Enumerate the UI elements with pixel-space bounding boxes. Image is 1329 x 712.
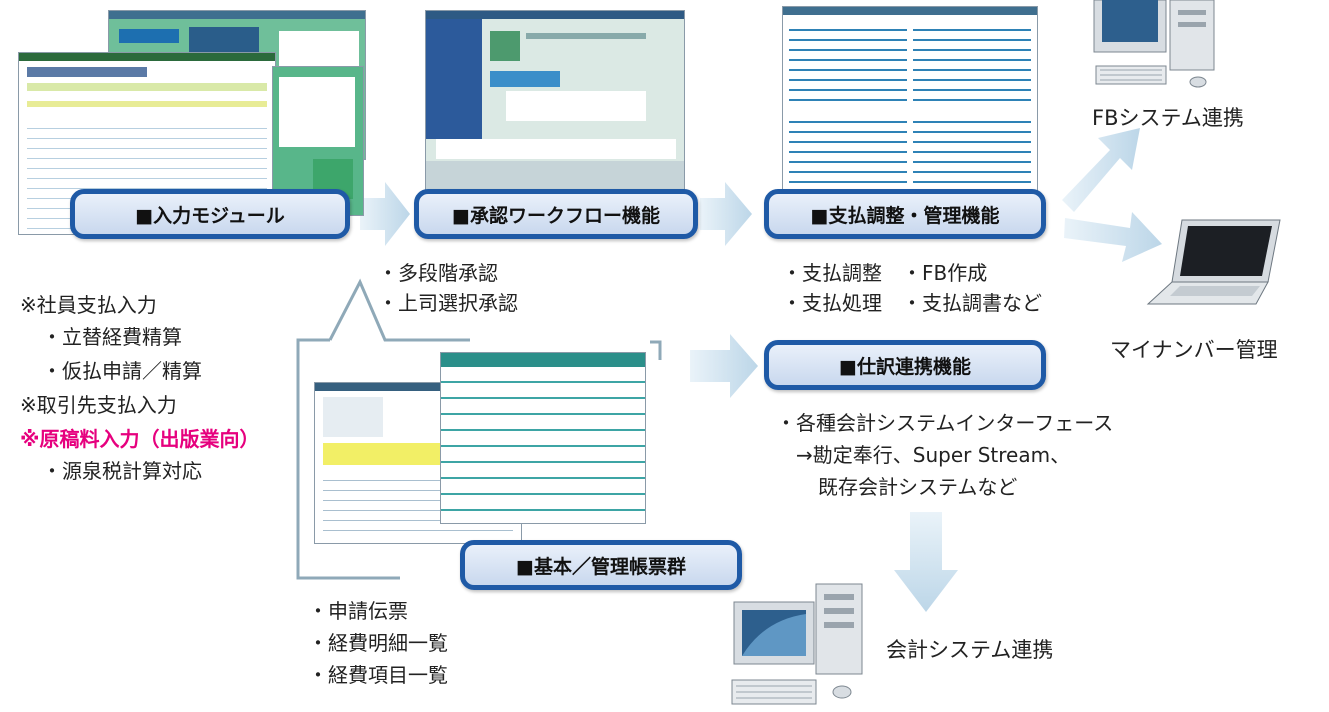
module-input: ■入力モジュール <box>70 189 350 239</box>
report-item-2: ・経費明細一覧 <box>308 631 448 655</box>
module-workflow: ■承認ワークフロー機能 <box>414 189 698 239</box>
module-payment: ■支払調整・管理機能 <box>764 189 1046 239</box>
arrow-input-to-workflow <box>360 182 410 246</box>
input-feature-1: ※社員支払入力 <box>20 293 157 317</box>
arrow-to-journal <box>690 334 758 398</box>
arrow-workflow-to-payment <box>700 182 752 246</box>
journal-feature-2: →勘定奉行、Super Stream、 <box>796 443 1071 467</box>
payment-feature-1: ・支払調整 ・FB作成 <box>782 261 988 285</box>
report-item-1: ・申請伝票 <box>308 599 408 623</box>
accounting-system-label: 会計システム連携 <box>886 638 1054 662</box>
arrow-to-accounting <box>894 512 958 612</box>
fb-system-label: FBシステム連携 <box>1092 106 1244 130</box>
input-feature-2: ・立替経費精算 <box>42 325 182 349</box>
module-reports: ■基本／管理帳票群 <box>460 540 742 590</box>
workflow-feature-2: ・上司選択承認 <box>378 291 518 315</box>
payment-screen <box>782 6 1038 201</box>
journal-feature-3: 既存会計システムなど <box>818 475 1018 499</box>
payment-feature-2: ・支払処理 ・支払調書など <box>782 291 1042 315</box>
reports-callout-outline <box>296 338 400 580</box>
arrow-to-mynumber <box>1064 212 1162 262</box>
input-feature-5-highlight: ※原稿料入力（出版業向） <box>20 427 260 451</box>
arrow-to-fb <box>1062 128 1140 212</box>
reports-screen-front <box>440 352 646 524</box>
journal-feature-1: ・各種会計システムインターフェース <box>776 411 1114 435</box>
accounting-desktop-computer-icon <box>731 583 863 705</box>
fb-desktop-computer-icon <box>1093 0 1215 88</box>
input-feature-6: ・源泉税計算対応 <box>42 459 202 483</box>
mynumber-label: マイナンバー管理 <box>1110 338 1278 362</box>
workflow-feature-1: ・多段階承認 <box>378 261 498 285</box>
workflow-screen <box>425 10 685 195</box>
input-feature-3: ・仮払申請／精算 <box>42 359 202 383</box>
laptop-icon <box>1146 219 1281 305</box>
input-feature-4: ※取引先支払入力 <box>20 393 177 417</box>
report-item-3: ・経費項目一覧 <box>308 663 448 687</box>
module-journal: ■仕訳連携機能 <box>764 340 1046 390</box>
